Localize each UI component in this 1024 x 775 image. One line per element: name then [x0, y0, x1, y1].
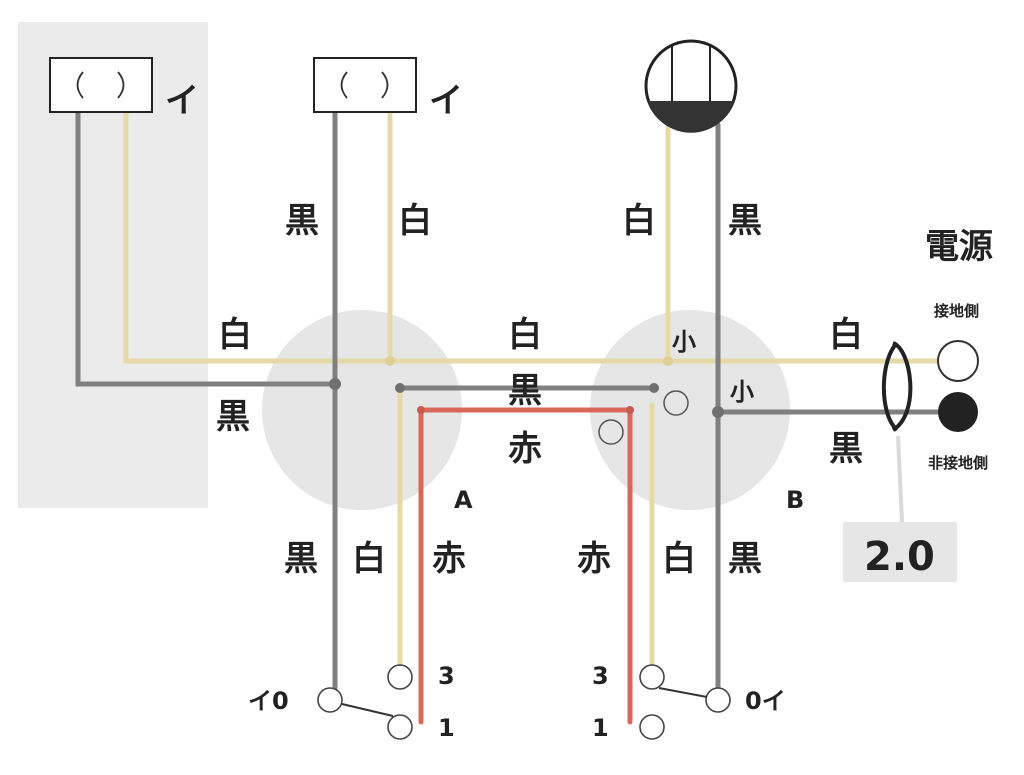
wire-label-white: 白 [622, 201, 656, 241]
switch-terminal-1: 1 [592, 714, 609, 742]
junction-dot [385, 356, 395, 366]
cable-size-badge [843, 522, 957, 582]
ceiling-light-icon [644, 39, 738, 133]
power-source-label: 電源 [925, 227, 993, 267]
switch-icon [317, 664, 413, 740]
box-b-label: B [786, 486, 804, 514]
sleeve-size-label: 小 [672, 328, 696, 356]
junction-dot [417, 406, 425, 414]
junction-dot [663, 356, 673, 366]
junction-dot [649, 383, 659, 393]
wire-label-black: 黒 [285, 201, 319, 241]
wire-label-black: 黒 [284, 539, 318, 579]
junction-dot [712, 406, 724, 418]
cable-size-leader [896, 435, 904, 523]
outlet-i-label: イ [429, 81, 463, 121]
box-a-label: A [454, 486, 473, 514]
wire-label-white: 白 [829, 315, 863, 355]
wire-label-white: 白 [352, 539, 386, 579]
wire-label-white: 白 [398, 201, 432, 241]
switch-terminal-1: 1 [438, 714, 455, 742]
wire-label-red: 赤 [432, 539, 466, 579]
wire-label-red: 赤 [508, 429, 542, 469]
wire-label-black: 黒 [508, 371, 542, 411]
cable-bracket-right [891, 341, 913, 432]
cable-size-value: 2.0 [864, 534, 935, 580]
grounded-side-label: 接地側 [934, 302, 979, 320]
wire-label-white: 白 [662, 539, 696, 579]
receptacle-icon [49, 57, 153, 113]
outlet-i-label: イ [165, 81, 199, 121]
black-wire-outlet1 [75, 109, 338, 387]
ungrounded-side-label: 非接地側 [928, 454, 988, 472]
wire-label-white: 白 [218, 315, 252, 355]
power-terminal-icon [937, 340, 979, 432]
switch-b-ref-label: 0イ [745, 687, 786, 715]
wire-label-black: 黒 [829, 429, 863, 469]
switch-terminal-3: 3 [438, 662, 455, 690]
red-wire-traveler [418, 407, 633, 725]
junction-dot [395, 383, 405, 393]
wire-label-black: 黒 [728, 201, 762, 241]
sleeve-size-label: 小 [730, 378, 754, 406]
switch-a-ref-label: イ0 [248, 687, 289, 715]
wire-label-white: 白 [508, 315, 542, 355]
junction-dot [329, 378, 341, 390]
wire-label-black: 黒 [216, 397, 250, 437]
junction-dot [626, 406, 634, 414]
wire-label-black: 黒 [728, 539, 762, 579]
cable-bracket-left [881, 341, 899, 432]
switch-terminal-3: 3 [592, 662, 609, 690]
connector-ring [663, 390, 689, 416]
connector-ring [598, 419, 624, 445]
wire-label-red: 赤 [577, 539, 611, 579]
switch-icon [639, 664, 731, 740]
receptacle-icon [313, 57, 417, 113]
